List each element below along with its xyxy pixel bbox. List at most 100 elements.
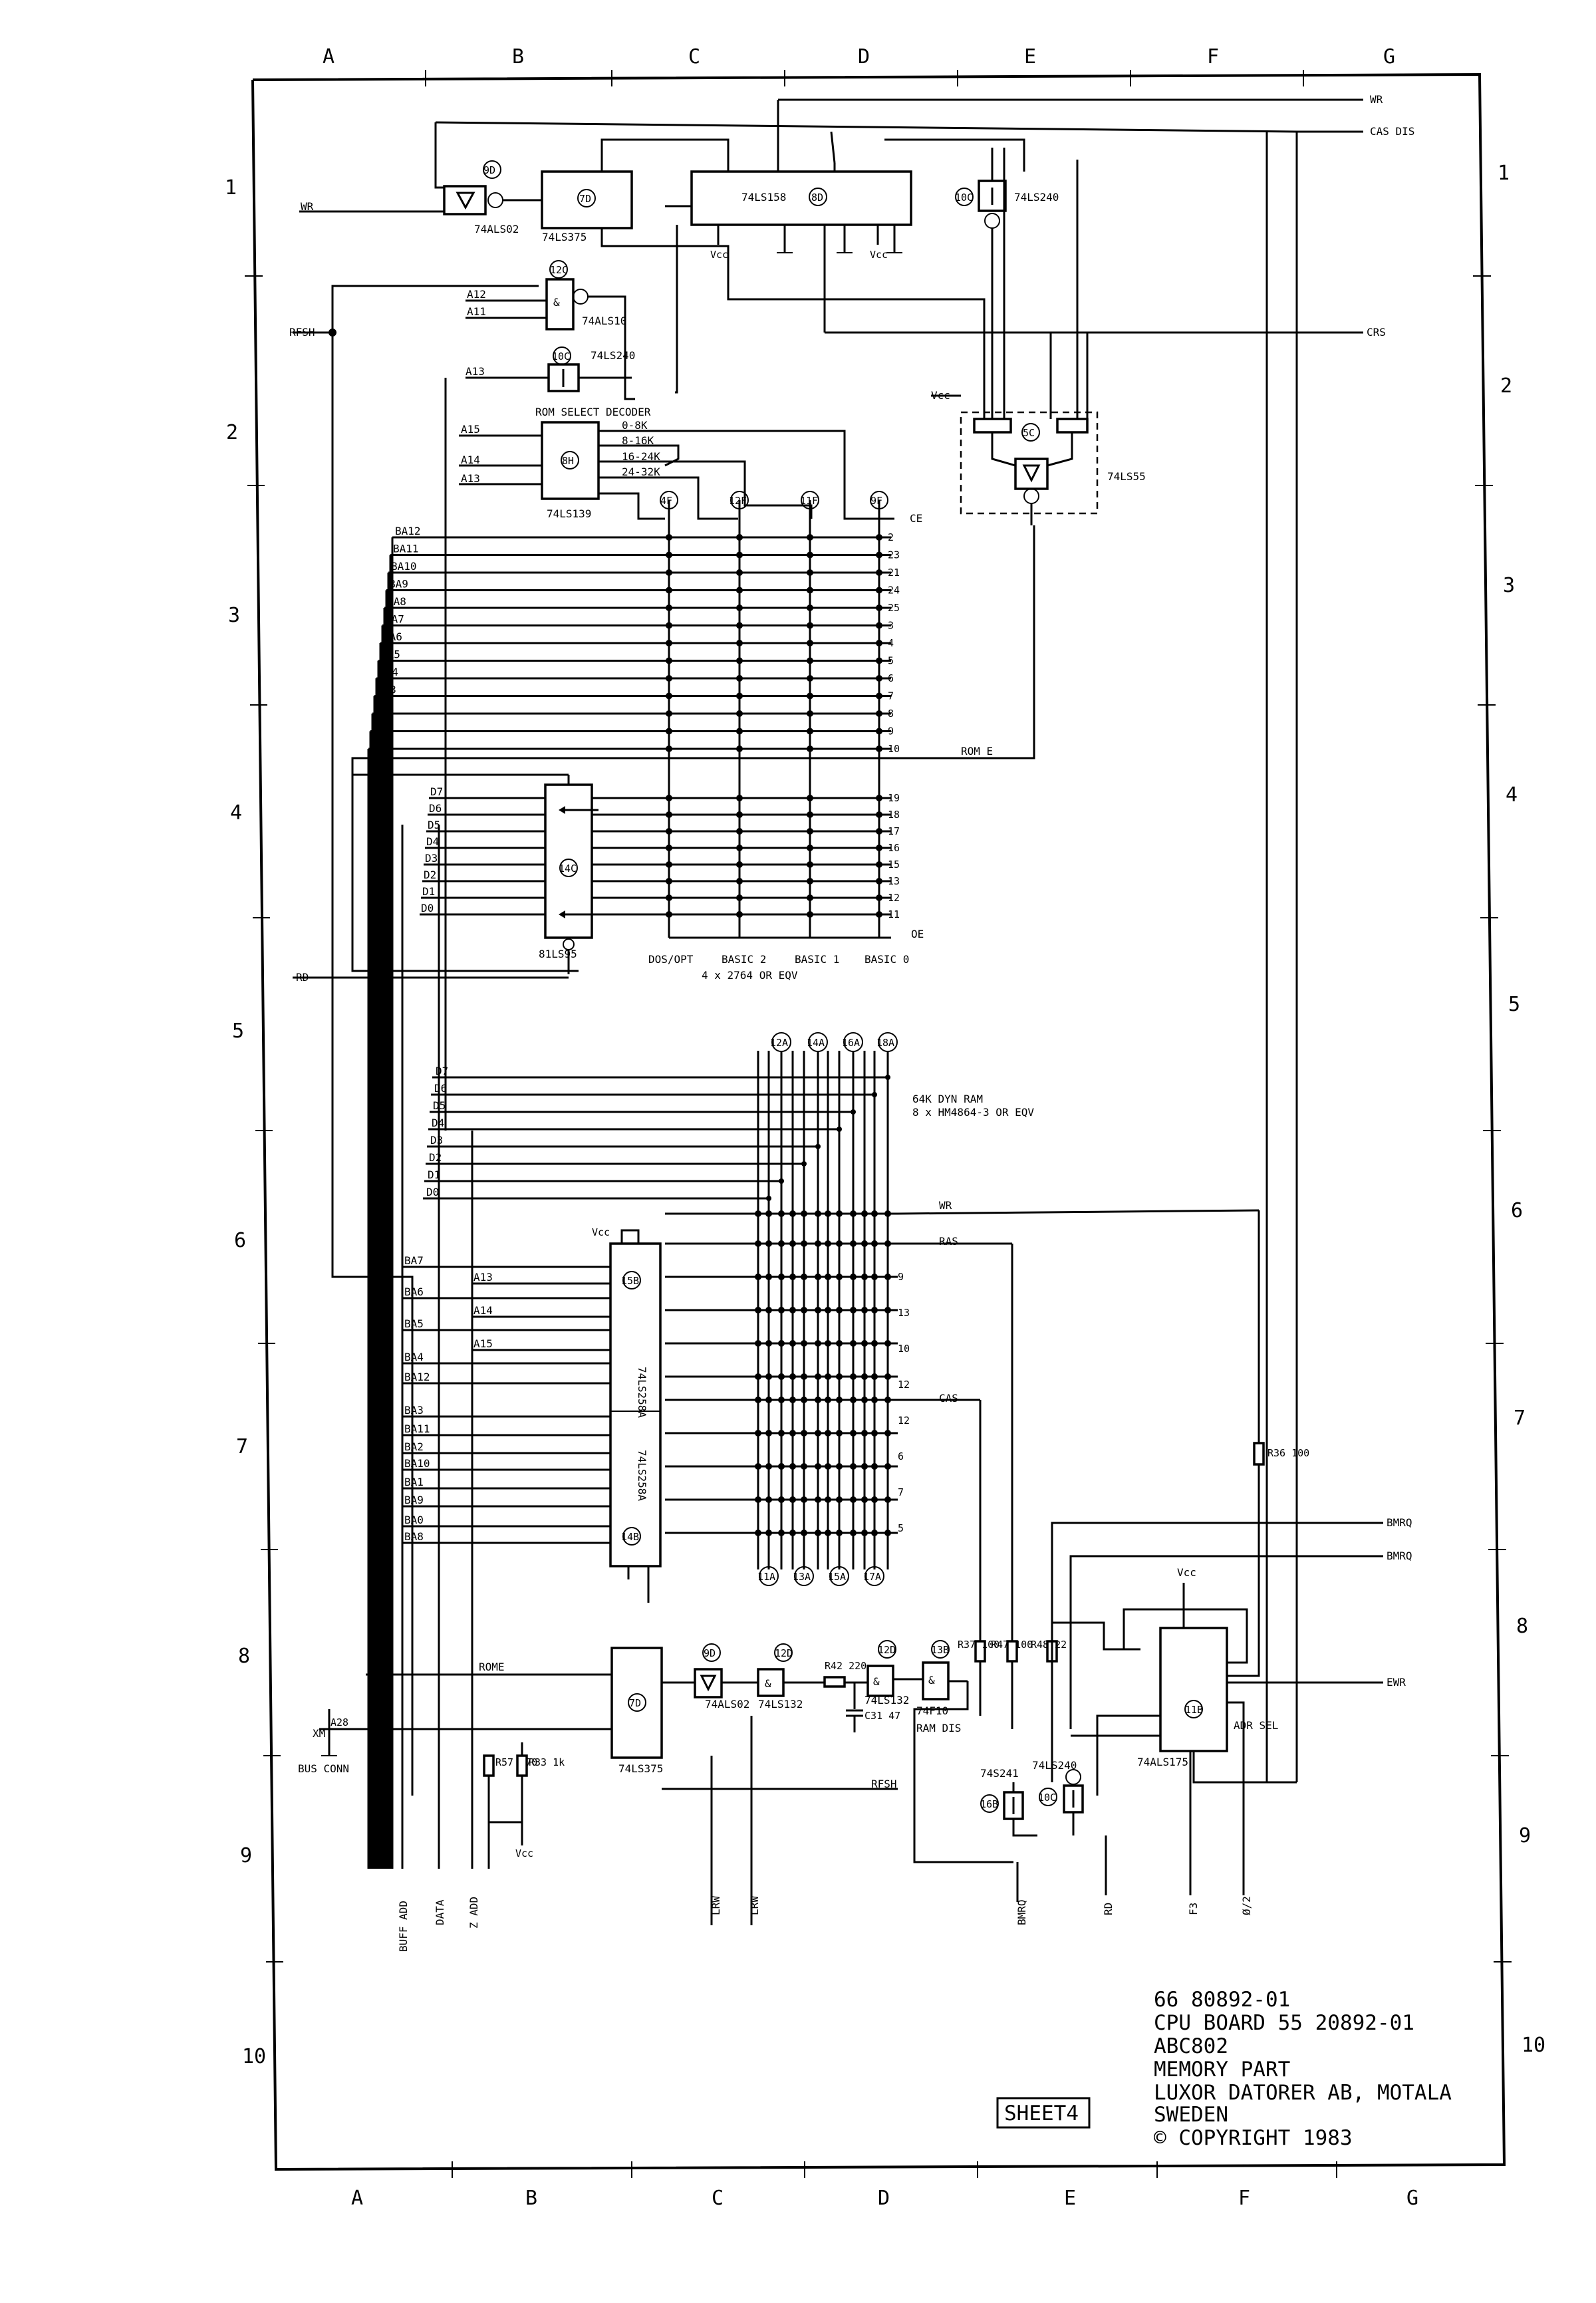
- junction-dot: [736, 878, 743, 884]
- rom-data-label: D5: [428, 819, 440, 831]
- junction-dot: [736, 894, 743, 901]
- c31-label: C31 47: [864, 1710, 900, 1722]
- junction-dot: [884, 1210, 891, 1217]
- chip-ref: 10C: [552, 350, 570, 362]
- junction-dot: [825, 1496, 831, 1503]
- chip-13b: [922, 1661, 950, 1700]
- row-label: 1: [1498, 162, 1510, 185]
- title-line-6: SWEDEN: [1154, 2103, 1228, 2127]
- chip-type: 74F10: [916, 1704, 948, 1717]
- rom-name: BASIC 1: [795, 953, 839, 966]
- rom-address-pin: 2: [888, 531, 894, 543]
- junction-dot: [861, 1530, 868, 1536]
- vcc-label: Vcc: [931, 389, 950, 402]
- junction-dot: [736, 811, 743, 818]
- junction-dot: [801, 1430, 807, 1436]
- bottom-signal: BUFF ADD: [397, 1901, 410, 1952]
- junction-dot: [801, 1496, 807, 1503]
- a15-label: A15: [461, 423, 480, 436]
- oe-label: OE: [911, 928, 924, 940]
- junction-dot: [876, 640, 882, 646]
- ram-wr-label: WR: [939, 1199, 952, 1212]
- ram-data-label: D6: [434, 1082, 447, 1095]
- rom-data-pin: 12: [888, 892, 900, 904]
- ram-chip-ref: 16A: [842, 1037, 860, 1049]
- junction-dot: [815, 1307, 821, 1313]
- junction-dot: [765, 1340, 772, 1347]
- row-label: 9: [1519, 1824, 1531, 1847]
- junction-dot: [807, 675, 813, 682]
- junction-dot: [884, 1496, 891, 1503]
- chip-type: 74LS240: [591, 349, 635, 362]
- rom-address-label: BA6: [383, 630, 402, 643]
- junction-dot: [801, 1274, 807, 1280]
- junction-dot: [801, 1397, 807, 1403]
- junction-dot: [789, 1430, 796, 1436]
- ram-data-label: D0: [426, 1186, 439, 1198]
- junction-dot: [765, 1274, 772, 1280]
- rom-address-label: BA5: [381, 648, 400, 661]
- rd-label: RD: [296, 971, 309, 984]
- r33-label: R33 1k: [529, 1756, 565, 1768]
- junction-dot: [801, 1210, 807, 1217]
- ram-note-1: 64K DYN RAM: [912, 1093, 983, 1105]
- junction-dot: [765, 1210, 772, 1217]
- mux-input-label: BA10: [404, 1457, 430, 1470]
- chip-ref: 10C: [1038, 1792, 1056, 1804]
- junction-dot: [884, 1530, 891, 1536]
- rome-label: ROME: [479, 1661, 505, 1673]
- chip-type: 74ALS10: [582, 315, 626, 327]
- junction-dot: [736, 861, 743, 868]
- mux-input-label: BA0: [404, 1514, 424, 1526]
- chip-type: 74S241: [980, 1767, 1019, 1780]
- r36-label: R36 100: [1267, 1447, 1309, 1459]
- a13b-label: A13: [461, 472, 480, 485]
- chip-15b-14b: [609, 1242, 662, 1567]
- ram-chip-ref: 13A: [793, 1571, 811, 1583]
- rom-socket-ref: 12F: [729, 495, 747, 507]
- junction-dot: [807, 728, 813, 735]
- chip-type: 74ALS02: [474, 223, 519, 235]
- junction-dot: [807, 569, 813, 576]
- junction-dot: [736, 657, 743, 664]
- rom-data-pin: 16: [888, 842, 900, 854]
- col-label: B: [512, 45, 524, 68]
- junction-dot: [801, 1161, 807, 1166]
- rom-address-label: BA0: [371, 736, 390, 749]
- rom-note: 4 x 2764 OR EQV: [702, 969, 798, 982]
- junction-dot: [778, 1430, 785, 1436]
- junction-dot: [825, 1274, 831, 1280]
- junction-dot: [815, 1373, 821, 1380]
- rom-address-label: BA1: [373, 719, 392, 732]
- chip-ref: 7D: [579, 193, 591, 205]
- decoder-out-2: 16-24K: [622, 450, 660, 463]
- rom-address-pin: 3: [888, 620, 894, 632]
- chip-type: 74ALS175: [1137, 1756, 1188, 1768]
- junction-dot: [861, 1496, 868, 1503]
- ewr-label: EWR: [1387, 1676, 1406, 1689]
- bottom-signal: LRW: [748, 1896, 761, 1915]
- junction-dot: [807, 861, 813, 868]
- chip-type: 74LS132: [864, 1694, 909, 1706]
- row-label: 9: [240, 1844, 252, 1867]
- junction-dot: [736, 828, 743, 835]
- sheet-label: SHEET4: [1004, 2101, 1079, 2125]
- junction-dot: [876, 657, 882, 664]
- junction-dot: [736, 534, 743, 541]
- junction-dot: [850, 1496, 857, 1503]
- junction-dot: [871, 1240, 878, 1247]
- junction-dot: [884, 1397, 891, 1403]
- junction-dot: [815, 1274, 821, 1280]
- junction-dot: [850, 1397, 857, 1403]
- rom-address-pin: 6: [888, 672, 894, 684]
- junction-dot: [736, 845, 743, 851]
- junction-dot: [765, 1463, 772, 1470]
- junction-dot: [850, 1307, 857, 1313]
- ram-data-label: D3: [430, 1134, 443, 1147]
- mux-extra-label: A13: [473, 1271, 493, 1284]
- chip-11b: [1159, 1627, 1228, 1752]
- junction-dot: [755, 1210, 761, 1217]
- mux-input-label: BA8: [404, 1530, 424, 1543]
- junction-dot: [876, 569, 882, 576]
